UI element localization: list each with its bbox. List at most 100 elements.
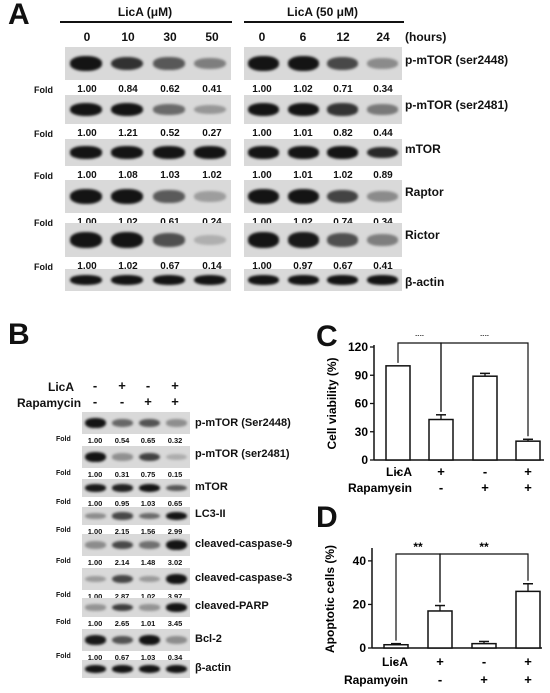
panel-b-lica-label: LicA bbox=[48, 380, 75, 394]
panel-a-blot-right-band bbox=[248, 56, 280, 71]
panel-b-row-label: p-mTOR (ser2481) bbox=[195, 448, 290, 460]
panel-a-fold-value: 0.84 bbox=[118, 84, 138, 95]
panel-b-blot bbox=[82, 598, 190, 617]
panel-a-fold-value: 1.01 bbox=[293, 170, 313, 181]
panel-a-fold-label: Fold bbox=[34, 129, 53, 139]
panel-b-fold-value: 1.00 bbox=[87, 499, 103, 508]
panel-d-bar bbox=[427, 610, 453, 649]
panel-b-blot-band bbox=[138, 635, 161, 645]
panel-b-fold-label: Fold bbox=[56, 653, 71, 660]
panel-a-row-label: p-mTOR (ser2481) bbox=[405, 98, 509, 112]
panel-b-fold-value: 2.15 bbox=[114, 527, 130, 536]
panel-b-fold-value: 1.03 bbox=[140, 499, 156, 508]
panel-a-fold-value: 0.74 bbox=[323, 217, 363, 228]
panel-a-dose-header: 50 bbox=[205, 30, 219, 44]
panel-c-letter: C bbox=[316, 320, 338, 353]
panel-a-blot-right-band bbox=[287, 275, 319, 285]
panel-b-blot-band bbox=[165, 540, 188, 550]
panel-a-fold-value: 0.62 bbox=[160, 84, 180, 95]
panel-c-rapamycin-sign: - bbox=[439, 480, 443, 495]
panel-b-blot bbox=[82, 660, 190, 678]
panel-a-blot-right-band bbox=[287, 102, 319, 117]
panel-b-rapamycin-sign: - bbox=[119, 394, 125, 409]
panel-a-blot-left bbox=[65, 139, 231, 166]
panel-b-blot-band bbox=[111, 453, 134, 461]
panel-b-fold-value: 0.31 bbox=[114, 470, 130, 479]
panel-b-blot-band bbox=[138, 541, 161, 549]
panel-a-fold-value: 0.82 bbox=[333, 128, 353, 139]
panel-d-rapamycin-label: Rapamycin bbox=[344, 673, 408, 687]
panel-a-fold-value: 0.89 bbox=[373, 170, 393, 181]
panel-a-blot-right-band bbox=[248, 102, 280, 117]
panel-b-fold-value: 0.65 bbox=[167, 499, 183, 508]
panel-c-lica-sign: - bbox=[396, 464, 400, 479]
panel-a-blot-right-band bbox=[248, 146, 280, 159]
panel-b-row-label: LC3-II bbox=[195, 508, 226, 520]
panel-a-fold-value: 1.00 bbox=[77, 170, 97, 181]
panel-a-time-header: 0 bbox=[258, 30, 266, 44]
panel-b-blot-band bbox=[84, 452, 107, 462]
panel-a-fold-value: 0.34 bbox=[363, 217, 403, 228]
panel-b-fold-value: 1.01 bbox=[140, 619, 156, 628]
panel-a-row-label: Rictor bbox=[405, 228, 440, 242]
panel-d-significance-bracket bbox=[439, 553, 529, 603]
panel-b-fold-value: 1.48 bbox=[140, 558, 156, 567]
panel-a-fold-value: 1.00 bbox=[252, 170, 272, 181]
panel-a-fold-value: 1.08 bbox=[118, 170, 138, 181]
panel-b-blot-band bbox=[111, 540, 134, 550]
panel-d-lica-sign: + bbox=[436, 654, 444, 669]
panel-a-blot-left-band bbox=[152, 146, 185, 159]
panel-a-row-label: mTOR bbox=[405, 142, 441, 156]
panel-a-blot-left-band bbox=[69, 275, 102, 285]
panel-a-blot-left bbox=[65, 180, 231, 213]
panel-c-y-tick-label: 30 bbox=[355, 425, 369, 439]
panel-a-dose-header: 10 bbox=[121, 30, 135, 44]
panel-c-bar bbox=[428, 418, 454, 461]
panel-a-blot-left-band bbox=[69, 56, 102, 71]
panel-a-blot-left-band bbox=[194, 234, 227, 245]
panel-b-blot-band bbox=[111, 512, 134, 520]
panel-c-rapamycin-sign: - bbox=[396, 480, 400, 495]
panel-b-blot bbox=[82, 507, 190, 525]
panel-b-blot bbox=[82, 534, 190, 556]
panel-a-blot-left-band bbox=[194, 104, 227, 115]
panel-b-fold-value: 1.00 bbox=[87, 470, 103, 479]
panel-a-fold-value: 1.00 bbox=[252, 128, 272, 139]
panel-b-fold-value: 0.34 bbox=[167, 653, 183, 662]
panel-b-fold-value: 0.15 bbox=[167, 470, 183, 479]
panel-b-fold-value: 1.00 bbox=[87, 527, 103, 536]
panel-d-y-axis-label: Apoptotic cells (%) bbox=[323, 545, 337, 653]
panel-b-lica-sign: + bbox=[118, 378, 126, 393]
panel-b-rapamycin-sign: + bbox=[144, 394, 152, 409]
panel-b-fold-label: Fold bbox=[56, 558, 71, 565]
panel-b-fold-value: 0.54 bbox=[114, 436, 130, 445]
panel-c-lica-sign: + bbox=[524, 464, 532, 479]
panel-b-fold-label: Fold bbox=[56, 436, 71, 443]
panel-a-fold-value: 0.71 bbox=[333, 84, 353, 95]
panel-b-blot-band bbox=[84, 483, 107, 492]
panel-a-fold-value: 1.02 bbox=[118, 261, 138, 272]
panel-a-group1-line bbox=[60, 21, 232, 23]
panel-b-row-label: cleaved-PARP bbox=[195, 600, 269, 612]
panel-b-blot-band bbox=[165, 511, 188, 521]
panel-b-fold-value: 1.00 bbox=[87, 558, 103, 567]
panel-a-blot-right-band bbox=[366, 191, 398, 202]
panel-b-row-label: cleaved-caspase-3 bbox=[195, 572, 293, 584]
panel-b-fold-label: Fold bbox=[56, 592, 71, 599]
panel-b-fold-label: Fold bbox=[56, 470, 71, 477]
panel-a-blot-right-band bbox=[248, 189, 280, 204]
panel-c-y-tick-label: 90 bbox=[355, 368, 369, 382]
panel-a-blot-left-band bbox=[111, 146, 144, 159]
panel-d-rapamycin-sign: + bbox=[524, 672, 532, 687]
panel-c-lica-sign: + bbox=[437, 464, 445, 479]
panel-a-fold-value: 1.02 bbox=[293, 84, 313, 95]
panel-b-blot-band bbox=[84, 513, 107, 519]
panel-a-fold-value: 1.02 bbox=[108, 217, 148, 228]
panel-c-bar bbox=[385, 365, 411, 461]
panel-d-rapamycin-sign: + bbox=[480, 672, 488, 687]
panel-a-blot-right-band bbox=[366, 58, 398, 69]
panel-a-group2-line bbox=[244, 21, 404, 23]
panel-a-fold-label: Fold bbox=[34, 262, 53, 272]
panel-a-blot-right-band bbox=[366, 234, 398, 246]
panel-b-blot-band bbox=[165, 484, 188, 492]
